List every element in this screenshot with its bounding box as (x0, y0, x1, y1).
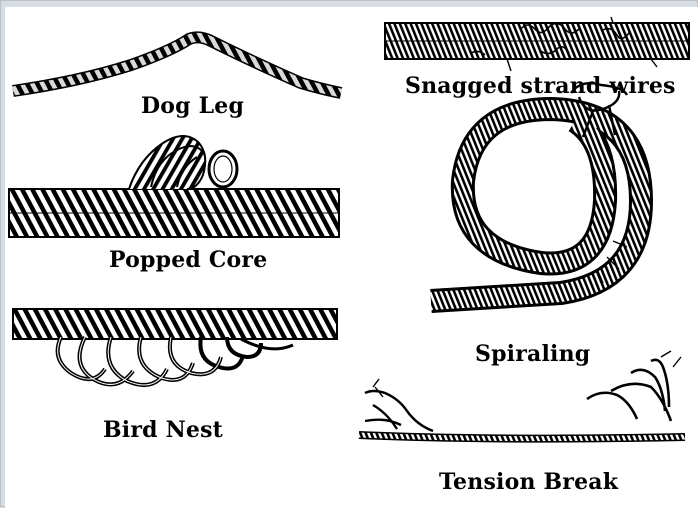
snagged-strand-rope (385, 17, 689, 71)
popped-core-rope (9, 136, 339, 237)
label-spiraling: Spiraling (475, 341, 590, 367)
bird-nest-rope (13, 309, 337, 385)
dog-leg-rope (13, 37, 341, 93)
label-tension-break: Tension Break (439, 469, 618, 495)
spiraling-rope (431, 83, 641, 301)
illustration-panel: Dog Leg Snagged strand wires Popped Core… (5, 7, 698, 508)
label-bird-nest: Bird Nest (103, 417, 223, 443)
label-popped-core: Popped Core (109, 247, 267, 273)
label-dog-leg: Dog Leg (141, 93, 244, 119)
label-snagged-strand-wires: Snagged strand wires (405, 73, 676, 99)
